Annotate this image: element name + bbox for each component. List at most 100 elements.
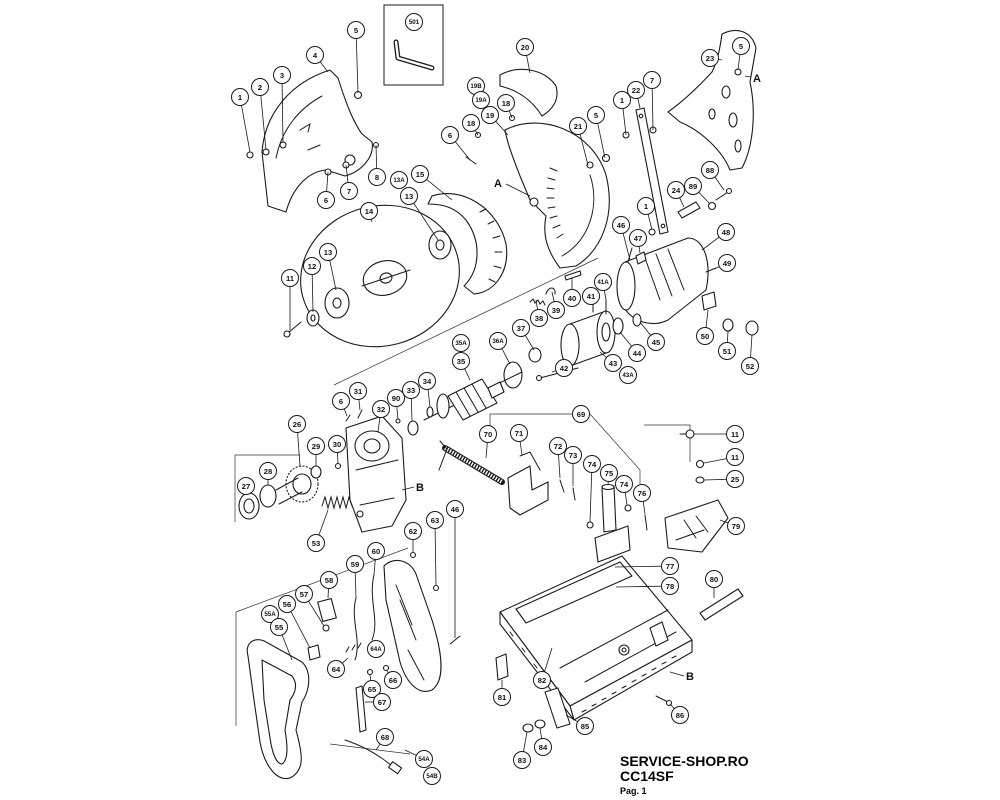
part-callout-5: 5 — [732, 37, 750, 55]
part-callout-66: 66 — [384, 671, 402, 689]
callout-circle — [643, 71, 661, 89]
callout-number: 54A — [418, 756, 430, 763]
part-callout-11: 11 — [726, 448, 744, 466]
leader-line — [342, 657, 349, 664]
leader-line — [495, 121, 509, 136]
callout-circle — [376, 728, 394, 746]
callout-circle — [332, 392, 350, 410]
callout-circle — [423, 767, 441, 785]
leader-line — [375, 743, 381, 751]
callout-number: 55 — [275, 623, 284, 632]
callout-circle — [446, 500, 464, 518]
leader-line — [604, 290, 607, 301]
callout-circle — [533, 671, 551, 689]
part-callout-7: 7 — [643, 71, 661, 89]
callout-number: 52 — [746, 362, 754, 371]
callout-number: 66 — [389, 676, 397, 685]
callout-number: 68 — [381, 733, 389, 742]
leader-line — [679, 197, 685, 208]
callout-circle — [307, 437, 325, 455]
callout-number: 85 — [581, 722, 590, 731]
part-callout-54A: 54A — [415, 750, 433, 768]
part-callout-39: 39 — [547, 301, 565, 319]
reference-mark-a: A — [753, 73, 761, 85]
callout-number: 501 — [409, 19, 420, 26]
part-callout-19A: 19A — [472, 91, 490, 109]
callout-circle — [510, 424, 528, 442]
part-callout-42: 42 — [555, 359, 573, 377]
callout-circle — [671, 706, 689, 724]
spacer — [677, 201, 701, 219]
callout-number: 64A — [370, 646, 382, 653]
leader-line — [698, 191, 711, 205]
screw — [449, 635, 461, 645]
callout-number: 18 — [502, 99, 510, 108]
callout-circle — [629, 229, 647, 247]
callout-circle — [415, 750, 433, 768]
part-callout-18: 18 — [497, 94, 515, 112]
callout-circle — [572, 405, 590, 423]
callout-circle — [472, 91, 490, 109]
callout-circle — [604, 354, 622, 372]
part-callout-76: 76 — [633, 484, 651, 502]
callout-circle — [259, 462, 277, 480]
callout-circle — [516, 38, 534, 56]
callout-circle — [628, 344, 646, 362]
leader-line — [551, 291, 555, 302]
callout-circle — [732, 37, 750, 55]
vise-plate — [594, 525, 631, 563]
callout-circle — [270, 618, 288, 636]
bolt-head — [695, 459, 705, 469]
leader-line — [750, 334, 753, 358]
part-callout-84: 84 — [534, 738, 552, 756]
leader-line — [651, 88, 654, 131]
callout-number: 19B — [470, 83, 482, 90]
callout-circle — [633, 484, 651, 502]
callout-number: 8 — [375, 173, 379, 182]
callout-number: 5 — [739, 42, 744, 51]
part-callout-56: 56 — [278, 595, 296, 613]
part-callout-19: 19 — [481, 106, 499, 124]
motor-group — [503, 237, 759, 389]
callout-circle — [489, 332, 507, 350]
callout-circle — [328, 435, 346, 453]
callout-number: 70 — [484, 430, 492, 439]
cord-armor — [355, 685, 367, 733]
leader-line — [639, 321, 652, 336]
callout-circle — [373, 693, 391, 711]
part-callout-501: 501 — [405, 13, 423, 31]
callout-number: 14 — [365, 207, 374, 216]
washer — [586, 161, 594, 169]
part-callout-1: 1 — [613, 91, 631, 109]
callout-number: 31 — [354, 387, 363, 396]
leader-line — [343, 408, 348, 417]
callout-circle — [307, 534, 325, 552]
part-callout-86: 86 — [671, 706, 689, 724]
leader-line — [589, 472, 593, 523]
callout-number: 13 — [405, 192, 413, 201]
leader-line — [535, 299, 538, 310]
leader-line — [597, 123, 606, 159]
callout-number: 74 — [620, 480, 629, 489]
leader-line — [413, 202, 439, 241]
callout-circle — [418, 372, 436, 390]
callout-number: 41A — [597, 279, 609, 286]
callout-number: 34 — [423, 377, 432, 386]
callout-number: 45 — [652, 338, 661, 347]
part-callout-13: 13 — [319, 243, 337, 261]
part-callout-33: 33 — [402, 381, 420, 399]
washer — [695, 476, 705, 484]
part-callout-41: 41 — [582, 287, 600, 305]
callout-number: 48 — [722, 228, 730, 237]
callout-number: 11 — [731, 453, 740, 462]
callout-circle — [661, 557, 679, 575]
cutting-wheel-group — [283, 193, 508, 348]
fence-tab — [649, 621, 669, 647]
part-callout-29: 29 — [307, 437, 325, 455]
part-callout-70: 70 — [479, 425, 497, 443]
leader-line — [241, 105, 251, 153]
callout-circle — [701, 49, 719, 67]
leader-line — [703, 458, 727, 464]
callout-circle — [569, 117, 587, 135]
part-callout-52: 52 — [741, 357, 759, 375]
